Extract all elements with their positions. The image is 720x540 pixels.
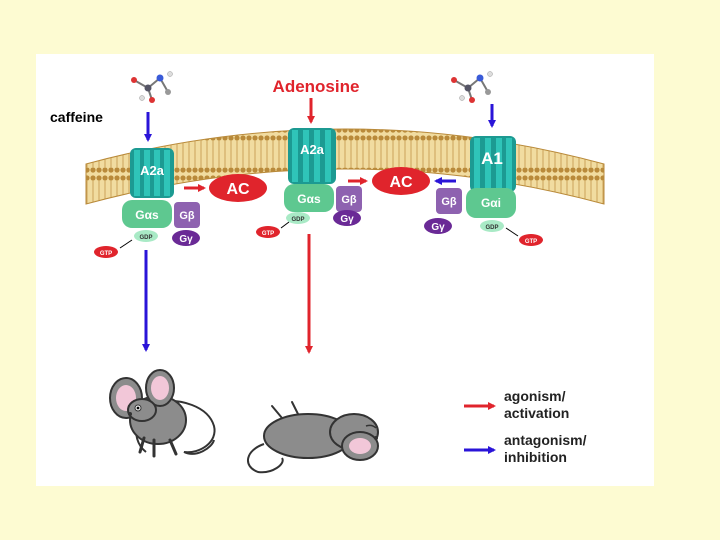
legend-antagonism-line1: antagonism/ <box>504 432 587 448</box>
g-alpha-left: Gαs <box>135 208 159 222</box>
diagram-figure: caffeine Adenosine A2a A2a A1 AC AC <box>36 54 654 486</box>
exchange-arrow-left <box>119 239 133 249</box>
legend-antagonism-line2: inhibition <box>504 449 567 465</box>
g-gamma-right: Gγ <box>431 222 445 233</box>
legend-agonism-line1: agonism/ <box>504 388 566 404</box>
g-gamma-left: Gγ <box>179 234 193 245</box>
gtp-left: GTP <box>100 251 112 257</box>
gtp-middle: GTP <box>262 231 274 237</box>
caffeine-molecule-right <box>451 71 493 103</box>
a2a-receptor-middle <box>288 128 336 184</box>
gdp-middle: GDP <box>291 217 304 223</box>
g-protein-right <box>424 188 543 246</box>
awake-mouse-image <box>109 369 216 458</box>
g-beta-middle: Gβ <box>341 194 357 206</box>
exchange-arrow-middle <box>280 221 290 229</box>
gdp-right: GDP <box>485 225 498 231</box>
receptor-label-left: A2a <box>140 163 165 178</box>
a1-receptor <box>470 136 516 192</box>
adenylyl-cyclase-middle <box>372 167 430 195</box>
g-beta-right: Gβ <box>441 196 457 208</box>
legend-agonism-line2: activation <box>504 405 569 421</box>
exchange-arrow-right <box>505 227 519 237</box>
gdp-left: GDP <box>139 235 152 241</box>
caffeine-label: caffeine <box>50 109 103 125</box>
adenylyl-cyclase-left <box>209 174 267 202</box>
g-protein-left <box>94 200 200 258</box>
ac-label-middle: AC <box>389 174 413 191</box>
receptor-label-right: A1 <box>481 149 503 168</box>
ac-label-left: AC <box>226 181 250 198</box>
g-beta-left: Gβ <box>179 210 195 222</box>
g-alpha-right: Gαi <box>481 196 501 210</box>
adenosine-title: Adenosine <box>273 77 360 96</box>
a2a-receptor-left <box>130 148 174 198</box>
gtp-right: GTP <box>525 239 537 245</box>
g-alpha-middle: Gαs <box>297 192 321 206</box>
receptor-label-middle: A2a <box>300 142 325 157</box>
g-gamma-middle: Gγ <box>340 214 354 225</box>
signaling-diagram: caffeine Adenosine A2a A2a A1 AC AC <box>50 71 605 474</box>
caffeine-molecule-left <box>131 71 173 103</box>
sleeping-mouse-image <box>247 401 379 474</box>
g-protein-middle <box>256 184 362 238</box>
